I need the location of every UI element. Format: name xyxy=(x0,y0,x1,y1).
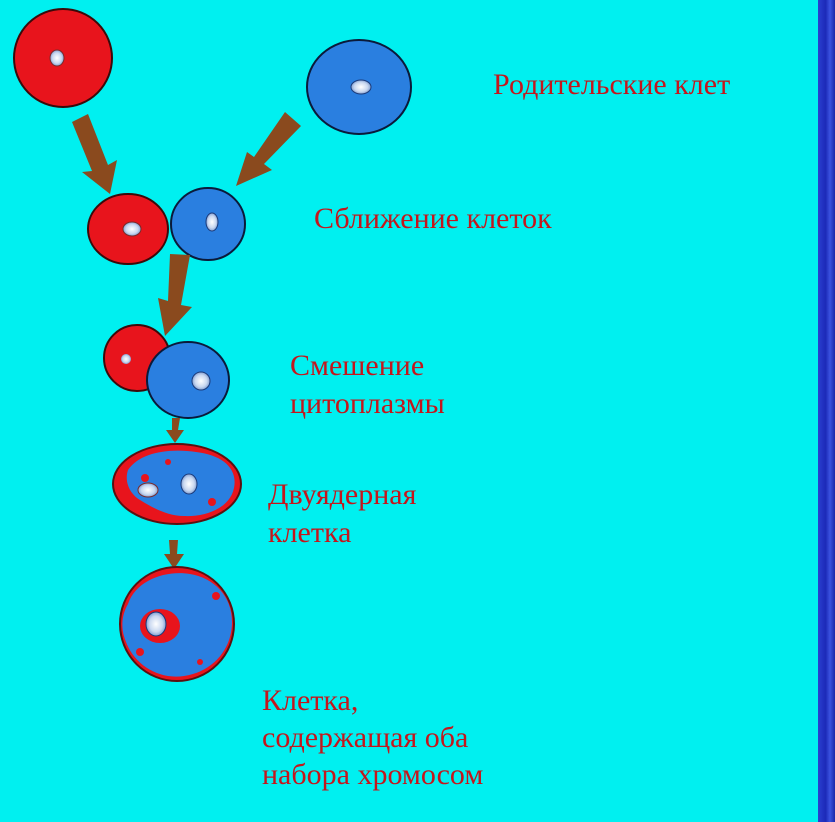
label-final-cell: Клетка, содержащая оба набора хромосом xyxy=(262,682,483,793)
label-line: клетка xyxy=(268,514,416,552)
mixing-blue-cell xyxy=(147,342,229,418)
label-parent-cells: Родительские клет xyxy=(493,66,730,104)
arrow-blue-to-approach xyxy=(236,112,301,186)
arrow-red-to-approach xyxy=(72,114,117,194)
arrow-to-binuclear xyxy=(166,418,184,443)
label-cytoplasm-mixing: Смешение цитоплазмы xyxy=(290,347,445,423)
arrow-to-final xyxy=(164,540,184,569)
approach-blue-cell xyxy=(171,188,245,260)
parent-blue-cell xyxy=(307,40,411,134)
binuclear-cell xyxy=(113,444,241,524)
label-cell-approach: Сближение клеток xyxy=(314,200,552,238)
approach-red-cell xyxy=(88,194,168,264)
label-binuclear-cell: Двуядерная клетка xyxy=(268,476,416,552)
arrow-to-mixing xyxy=(158,254,192,336)
parent-red-cell xyxy=(14,9,112,107)
label-line: содержащая оба xyxy=(262,719,483,756)
label-line: Смешение xyxy=(290,347,445,385)
label-line: набора хромосом xyxy=(262,756,483,793)
label-line: Клетка, xyxy=(262,682,483,719)
final-cell xyxy=(120,567,234,681)
label-line: цитоплазмы xyxy=(290,385,445,423)
label-line: Двуядерная xyxy=(268,476,416,514)
